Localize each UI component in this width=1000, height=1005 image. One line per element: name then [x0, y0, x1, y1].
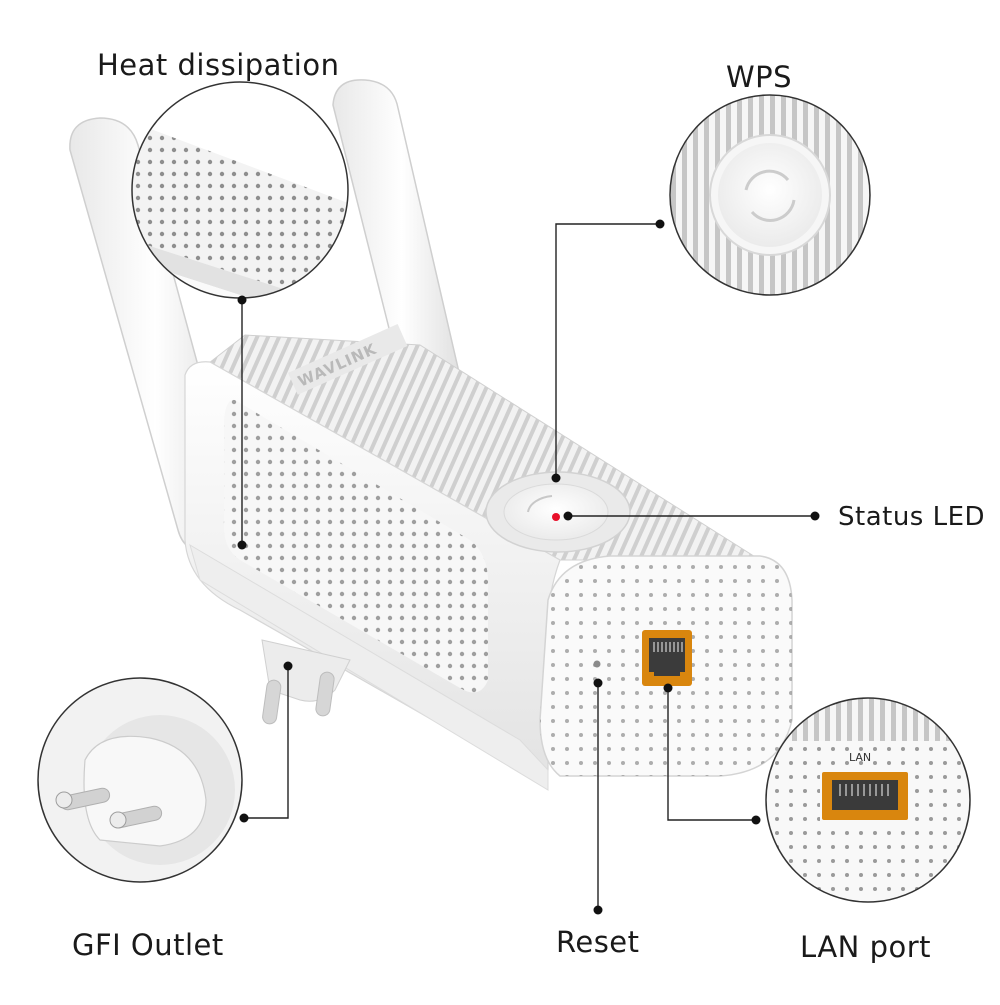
- wps-status-button: [485, 471, 631, 553]
- reset-label: Reset: [556, 925, 640, 959]
- status-led-label: Status LED: [838, 502, 986, 532]
- heat-dissipation-label: Heat dissipation: [97, 48, 340, 82]
- gfi-outlet-zoom: [37, 677, 243, 883]
- lan-port-jack: [642, 630, 692, 686]
- lan-port-printed-label: LAN: [849, 751, 871, 764]
- lan-port-zoom: LAN: [765, 697, 971, 903]
- gfi-outlet-label: GFI Outlet: [72, 928, 224, 962]
- wps-label: WPS: [726, 60, 793, 94]
- lan-port-label: LAN port: [800, 930, 932, 964]
- status-led: [552, 513, 560, 521]
- callout-dots: [237, 219, 820, 915]
- callout-lines: [241, 223, 815, 910]
- eu-plug: [261, 639, 351, 725]
- reset-hole: [593, 660, 601, 668]
- wps-zoom: [669, 94, 871, 296]
- repeater-body: WAVLINK: [184, 324, 793, 791]
